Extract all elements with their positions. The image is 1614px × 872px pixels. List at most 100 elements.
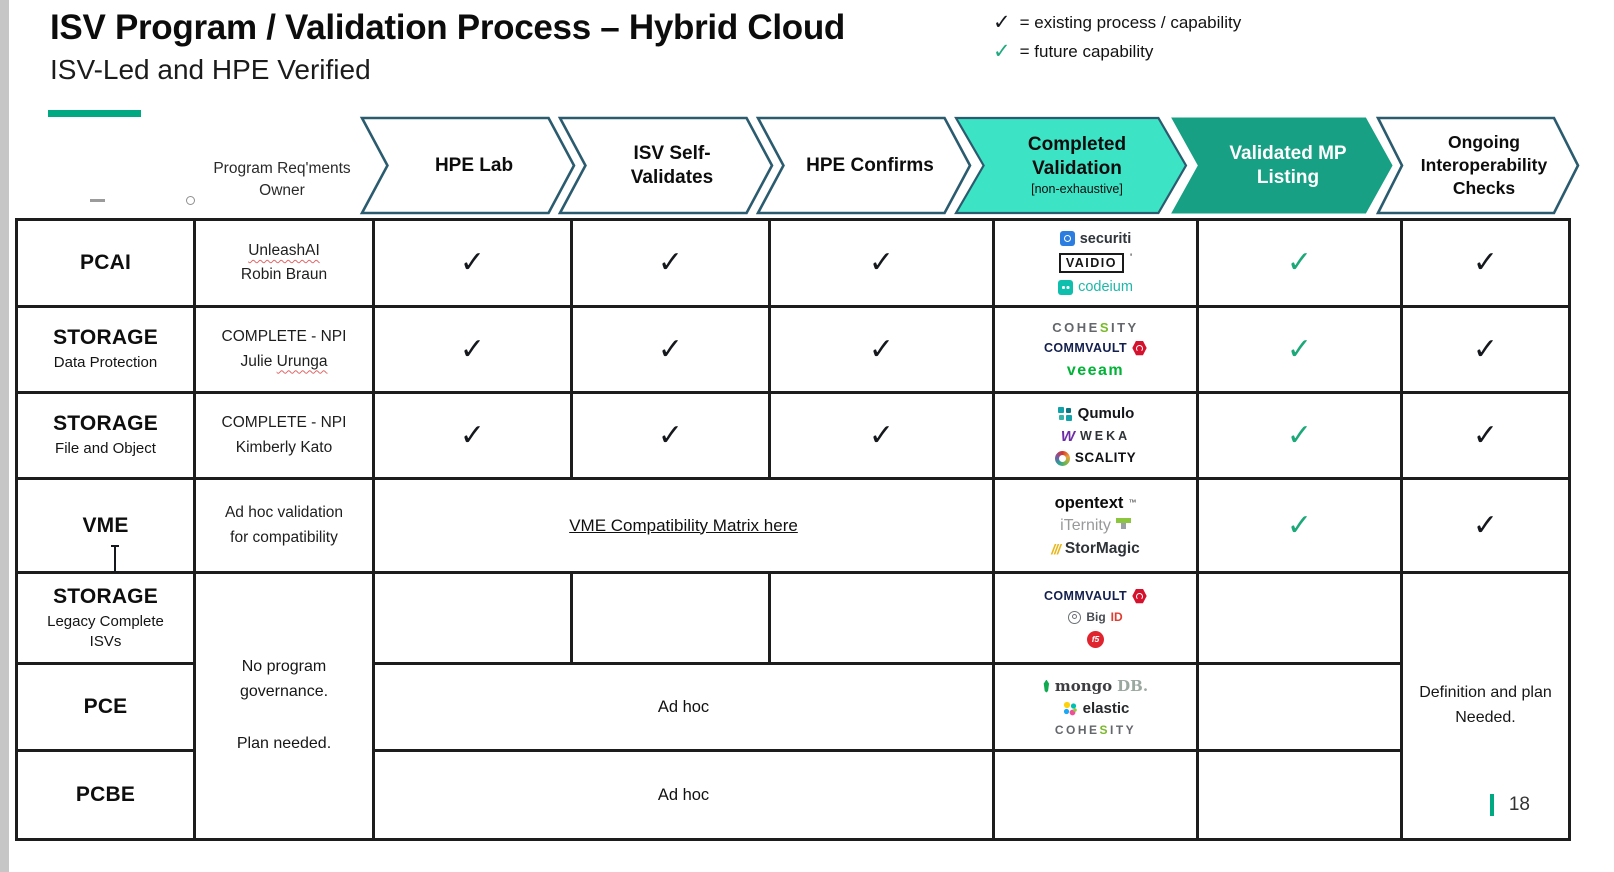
category-label: STORAGE	[53, 585, 158, 608]
mongodb-leaf-icon	[1043, 679, 1050, 693]
stage-label: Validation	[1032, 158, 1122, 180]
category-label: PCAI	[80, 251, 131, 274]
storage-fo-isv-self-validates-cell: ✓	[570, 391, 771, 480]
logo-commvault: COMMVAULT	[1044, 588, 1147, 604]
category-label: PCBE	[75, 783, 136, 806]
stage-label: HPE Lab	[434, 154, 514, 176]
logo-vaidio: VAIDIO'	[1058, 253, 1132, 273]
storage-dp-validated-mp-cell: ✓	[1196, 305, 1403, 394]
owner-column-header-line1: Program Req'ments	[213, 160, 351, 177]
vme-compatibility-matrix-link[interactable]: VME Compatibility Matrix here	[569, 515, 798, 535]
stage-chevron-isv-self-validates: ISV Self- Validates	[560, 118, 772, 213]
existing-check-icon: ✓	[868, 246, 895, 279]
legend: ✓ = existing process / capability ✓ = fu…	[993, 8, 1241, 66]
stage-label: Interoperability	[1420, 155, 1548, 176]
stage-label: Checks	[1452, 177, 1516, 198]
legend-future: ✓ = future capability	[993, 37, 1241, 66]
bigid-icon	[1068, 610, 1082, 624]
row-vme: VME Ad hoc validation for compatibility …	[15, 477, 1571, 574]
chevron-shape	[1378, 118, 1578, 213]
storage-dp-owner-cell: COMPLETE - NPI Julie Urunga	[193, 305, 375, 394]
storage-legacy-hpe-lab-cell	[372, 571, 573, 665]
existing-check-icon: ✓	[657, 418, 684, 452]
existing-check-icon: ✓	[1472, 508, 1499, 542]
vme-owner-cell: Ad hoc validation for compatibility	[193, 477, 375, 574]
logo-securiti: securiti	[1059, 231, 1131, 247]
vme-ongoing-checks-cell: ✓	[1400, 477, 1571, 574]
row-pcai: PCAI UnleashAI Robin Braun ✓ ✓ ✓ securit…	[15, 218, 1571, 308]
owner-status: for compatibility	[230, 528, 338, 546]
logo-f5: f5	[1087, 630, 1104, 648]
definition-needed-cell: Definition and plan Needed. 18	[1400, 571, 1571, 841]
chevron-shape	[956, 118, 1186, 213]
existing-check-icon: ✓	[459, 332, 486, 366]
pcbe-adhoc-cell: Ad hoc	[372, 749, 995, 841]
vme-compatibility-cell: VME Compatibility Matrix here	[372, 477, 995, 574]
securiti-icon	[1059, 231, 1075, 247]
storage-dp-ongoing-checks-cell: ✓	[1400, 305, 1571, 394]
logo-stormagic: ///StorMagic	[1051, 540, 1140, 557]
chevron-shape	[560, 118, 772, 213]
stage-label: Listing	[1256, 166, 1320, 188]
existing-check-icon: ✓	[868, 418, 895, 452]
chevron-shape	[758, 118, 970, 213]
storage-dp-isv-self-validates-cell: ✓	[570, 305, 771, 394]
category-label: STORAGE	[53, 412, 158, 436]
logo-qumulo: Qumulo	[1057, 406, 1134, 422]
pcbe-validated-mp-cell	[1196, 749, 1403, 841]
future-check-icon: ✓	[993, 40, 1011, 63]
page-subtitle: ISV-Led and HPE Verified	[50, 54, 371, 85]
stage-label: Validates	[630, 166, 714, 188]
pcbe-category-cell: PCBE	[15, 749, 196, 841]
owner-column-header-line2: Owner	[259, 182, 305, 200]
pcbe-completed-validation-cell	[992, 749, 1199, 841]
stage-chevron-completed-validation: Completed Validation [non-exhaustive]	[956, 118, 1186, 213]
adhoc-label: Ad hoc	[657, 697, 710, 716]
chevron-shape	[1172, 118, 1392, 213]
text-cursor-icon	[108, 544, 122, 579]
stage-chevron-hpe-lab: HPE Lab	[362, 118, 574, 213]
existing-check-icon: ✓	[1472, 246, 1499, 279]
stage-chevron-ongoing-interoperability: Ongoing Interoperability Checks	[1378, 118, 1578, 213]
storage-fo-owner-cell: COMPLETE - NPI Kimberly Kato	[193, 391, 375, 480]
pce-adhoc-cell: Ad hoc	[372, 662, 995, 752]
page-title: ISV Program / Validation Process – Hybri…	[50, 8, 846, 47]
page-number-value: 18	[1508, 794, 1530, 815]
existing-check-icon: ✓	[1472, 418, 1499, 452]
storage-dp-hpe-confirms-cell: ✓	[768, 305, 995, 394]
chevron-shape	[362, 118, 574, 213]
logo-scality: SCALITY	[1054, 450, 1136, 466]
logo-commvault: COMMVAULT	[1044, 340, 1147, 356]
accent-bar	[48, 110, 141, 117]
page-number: 18	[1489, 794, 1530, 816]
existing-check-icon: ✓	[459, 418, 486, 452]
owner-column-header: Program Req'ments Owner	[196, 158, 368, 203]
pcai-hpe-confirms-cell: ✓	[768, 218, 995, 308]
stage-label: Completed	[1027, 134, 1127, 156]
elastic-icon	[1063, 701, 1077, 715]
no-governance-owner-cell: No program governance. Plan needed.	[193, 571, 375, 841]
vme-category-cell: VME	[15, 477, 196, 574]
future-check-icon: ✓	[1286, 508, 1313, 542]
owner-status: Ad hoc validation	[224, 504, 344, 522]
owner-name: Robin Braun	[240, 266, 328, 283]
existing-check-icon: ✓	[657, 332, 684, 366]
commvault-icon	[1132, 588, 1147, 604]
future-check-icon: ✓	[1286, 418, 1313, 452]
storage-legacy-validated-mp-cell	[1196, 571, 1403, 665]
pcai-hpe-lab-cell: ✓	[372, 218, 573, 308]
legend-existing: ✓ = existing process / capability	[993, 8, 1241, 37]
stage-label: HPE Confirms	[806, 154, 934, 176]
storage-dp-hpe-lab-cell: ✓	[372, 305, 573, 394]
stage-label: ISV Self-	[633, 142, 711, 164]
existing-check-icon: ✓	[868, 332, 895, 366]
existing-check-icon: ✓	[657, 246, 684, 279]
storage-fo-validated-mp-cell: ✓	[1196, 391, 1403, 480]
